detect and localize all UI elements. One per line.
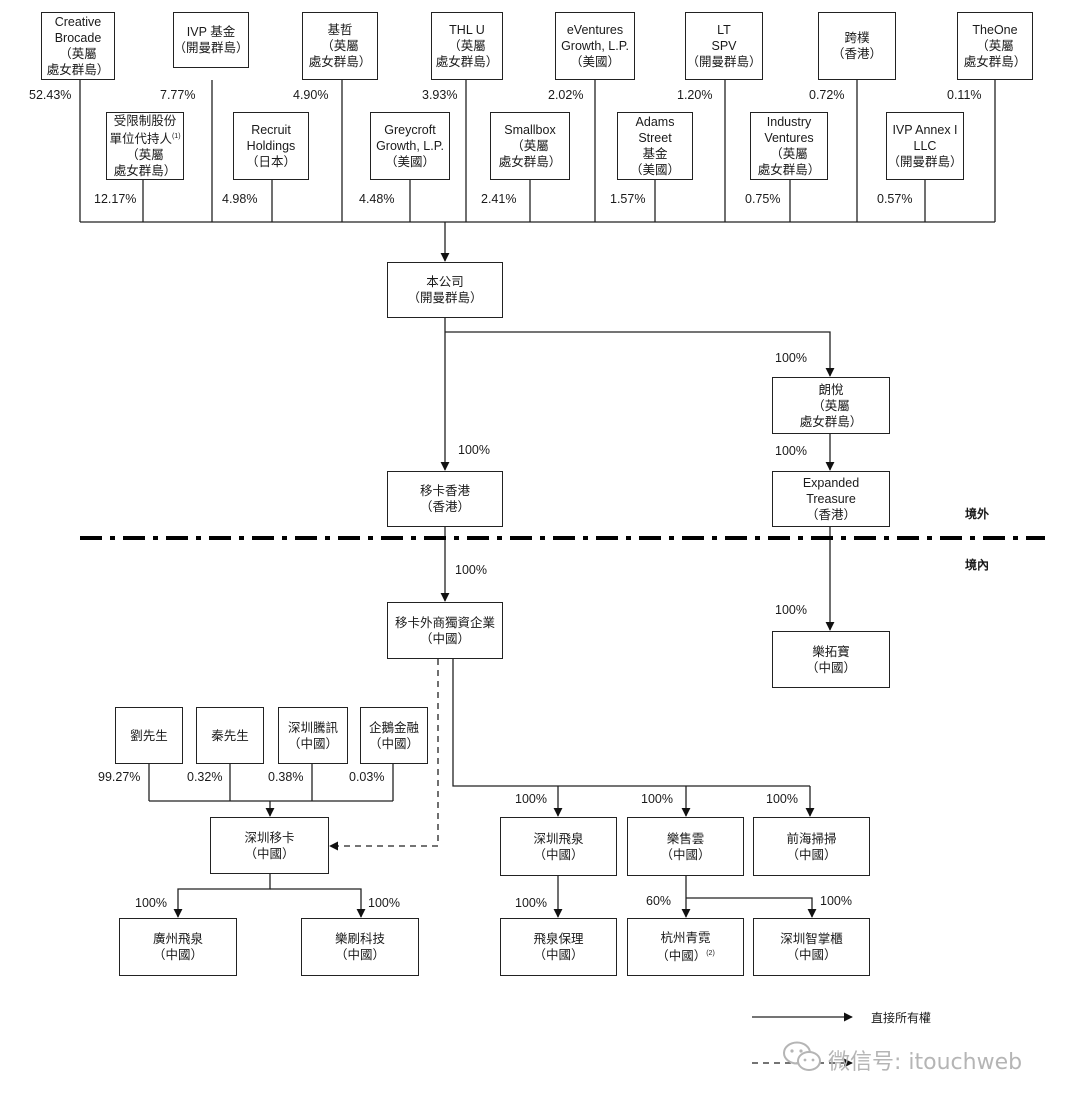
shareholder-thl-u: THL U （英屬 處女群島）	[431, 12, 503, 80]
wechat-icon	[783, 1041, 821, 1071]
pct-yika-hk: 100%	[458, 443, 490, 457]
pct-restricted-holders: 12.17%	[94, 192, 137, 206]
pct-adams-street: 1.57%	[610, 192, 646, 206]
shareholder-theone: TheOne （英屬 處女群島）	[957, 12, 1033, 80]
entity-letuobao: 樂拓寶 （中國）	[772, 631, 890, 688]
shareholder-recruit: Recruit Holdings （日本）	[233, 112, 309, 180]
pct-smallbox: 2.41%	[481, 192, 517, 206]
entity-shenzhen-zhizhanggui: 深圳智掌櫃 （中國）	[753, 918, 870, 976]
entity-expanded-treasure: Expanded Treasure （香港）	[772, 471, 890, 527]
pct-letuobao: 100%	[775, 603, 807, 617]
pct-eventures: 2.02%	[548, 88, 584, 102]
shareholder-eventures: eVentures Growth, L.P. （美國）	[555, 12, 635, 80]
pct-guangzhou-feiquan: 100%	[135, 896, 167, 910]
shareholder-adams-street: Adams Street 基金 （美國）	[617, 112, 693, 180]
entity-leshouyun: 樂售雲 （中國）	[627, 817, 744, 876]
pct-mr-qin: 0.32%	[187, 770, 223, 784]
pct-qianhai-saosao: 100%	[766, 792, 798, 806]
pct-shenzhen-zhizhanggui: 100%	[820, 894, 852, 908]
pct-creative-brocade: 52.43%	[29, 88, 72, 102]
pct-ivp-annex: 0.57%	[877, 192, 913, 206]
shareholder-yunpu: 跨樸 （香港）	[818, 12, 896, 80]
pct-jizhe: 4.90%	[293, 88, 329, 102]
zone-onshore-label: 境內	[965, 558, 990, 572]
shareholder-greycroft: Greycroft Growth, L.P. （美國）	[370, 112, 450, 180]
pct-lt-spv: 1.20%	[677, 88, 713, 102]
pct-leshouyun: 100%	[641, 792, 673, 806]
pct-shenzhen-tencent: 0.38%	[268, 770, 304, 784]
pct-ivp-fund: 7.77%	[160, 88, 196, 102]
pct-thl-u: 3.93%	[422, 88, 458, 102]
entity-langyue: 朗悅 （英屬 處女群島）	[772, 377, 890, 434]
pct-yunpu: 0.72%	[809, 88, 845, 102]
pct-qie-finance: 0.03%	[349, 770, 385, 784]
shareholder-ivp-annex: IVP Annex I LLC （開曼群島）	[886, 112, 964, 180]
entity-company: 本公司 （開曼群島）	[387, 262, 503, 318]
entity-mr-qin: 秦先生	[196, 707, 264, 764]
watermark-text: 微信号: itouchweb	[828, 1050, 1023, 1075]
pct-langyue: 100%	[775, 351, 807, 365]
pct-shenzhen-feiquan: 100%	[515, 792, 547, 806]
pct-mr-liu: 99.27%	[98, 770, 141, 784]
shareholder-restricted-holders: 受限制股份 單位代持人(1) （英屬 處女群島）	[106, 112, 184, 180]
pct-recruit: 4.98%	[222, 192, 258, 206]
entity-shenzhen-tencent: 深圳騰訊 （中國）	[278, 707, 348, 764]
pct-hangzhou-qingni: 60%	[646, 894, 672, 908]
shareholder-smallbox: Smallbox （英屬 處女群島）	[490, 112, 570, 180]
pct-leshua-tech: 100%	[368, 896, 400, 910]
entity-feiquan-factoring: 飛泉保理 （中國）	[500, 918, 617, 976]
pct-yika-wfoe: 100%	[455, 563, 487, 577]
entity-qie-finance: 企鵝金融 （中國）	[360, 707, 428, 764]
shareholder-ivp-fund: IVP 基金 （開曼群島）	[173, 12, 249, 68]
shareholder-creative-brocade: Creative Brocade （英屬 處女群島）	[41, 12, 115, 80]
shareholder-jizhe: 基哲 （英屬 處女群島）	[302, 12, 378, 80]
shareholder-industry-ventures: Industry Ventures （英屬 處女群島）	[750, 112, 828, 180]
pct-theone: 0.11%	[947, 88, 982, 102]
pct-expanded-treasure: 100%	[775, 444, 807, 458]
pct-industry-ventures: 0.75%	[745, 192, 781, 206]
shareholder-lt-spv: LT SPV （開曼群島）	[685, 12, 763, 80]
entity-mr-liu: 劉先生	[115, 707, 183, 764]
entity-yika-hk: 移卡香港 （香港）	[387, 471, 503, 527]
entity-leshua-tech: 樂刷科技 （中國）	[301, 918, 419, 976]
entity-guangzhou-feiquan: 廣州飛泉 （中國）	[119, 918, 237, 976]
entity-hangzhou-qingni: 杭州青霓 （中國）(2)	[627, 918, 744, 976]
pct-greycroft: 4.48%	[359, 192, 395, 206]
entity-shenzhen-yika: 深圳移卡 （中國）	[210, 817, 329, 874]
legend-direct-ownership: 直接所有權	[871, 1011, 932, 1025]
entity-shenzhen-feiquan: 深圳飛泉 （中國）	[500, 817, 617, 876]
entity-qianhai-saosao: 前海掃掃 （中國）	[753, 817, 870, 876]
zone-offshore-label: 境外	[965, 507, 990, 521]
pct-feiquan-factoring: 100%	[515, 896, 547, 910]
entity-yika-wfoe: 移卡外商獨資企業 （中國）	[387, 602, 503, 659]
